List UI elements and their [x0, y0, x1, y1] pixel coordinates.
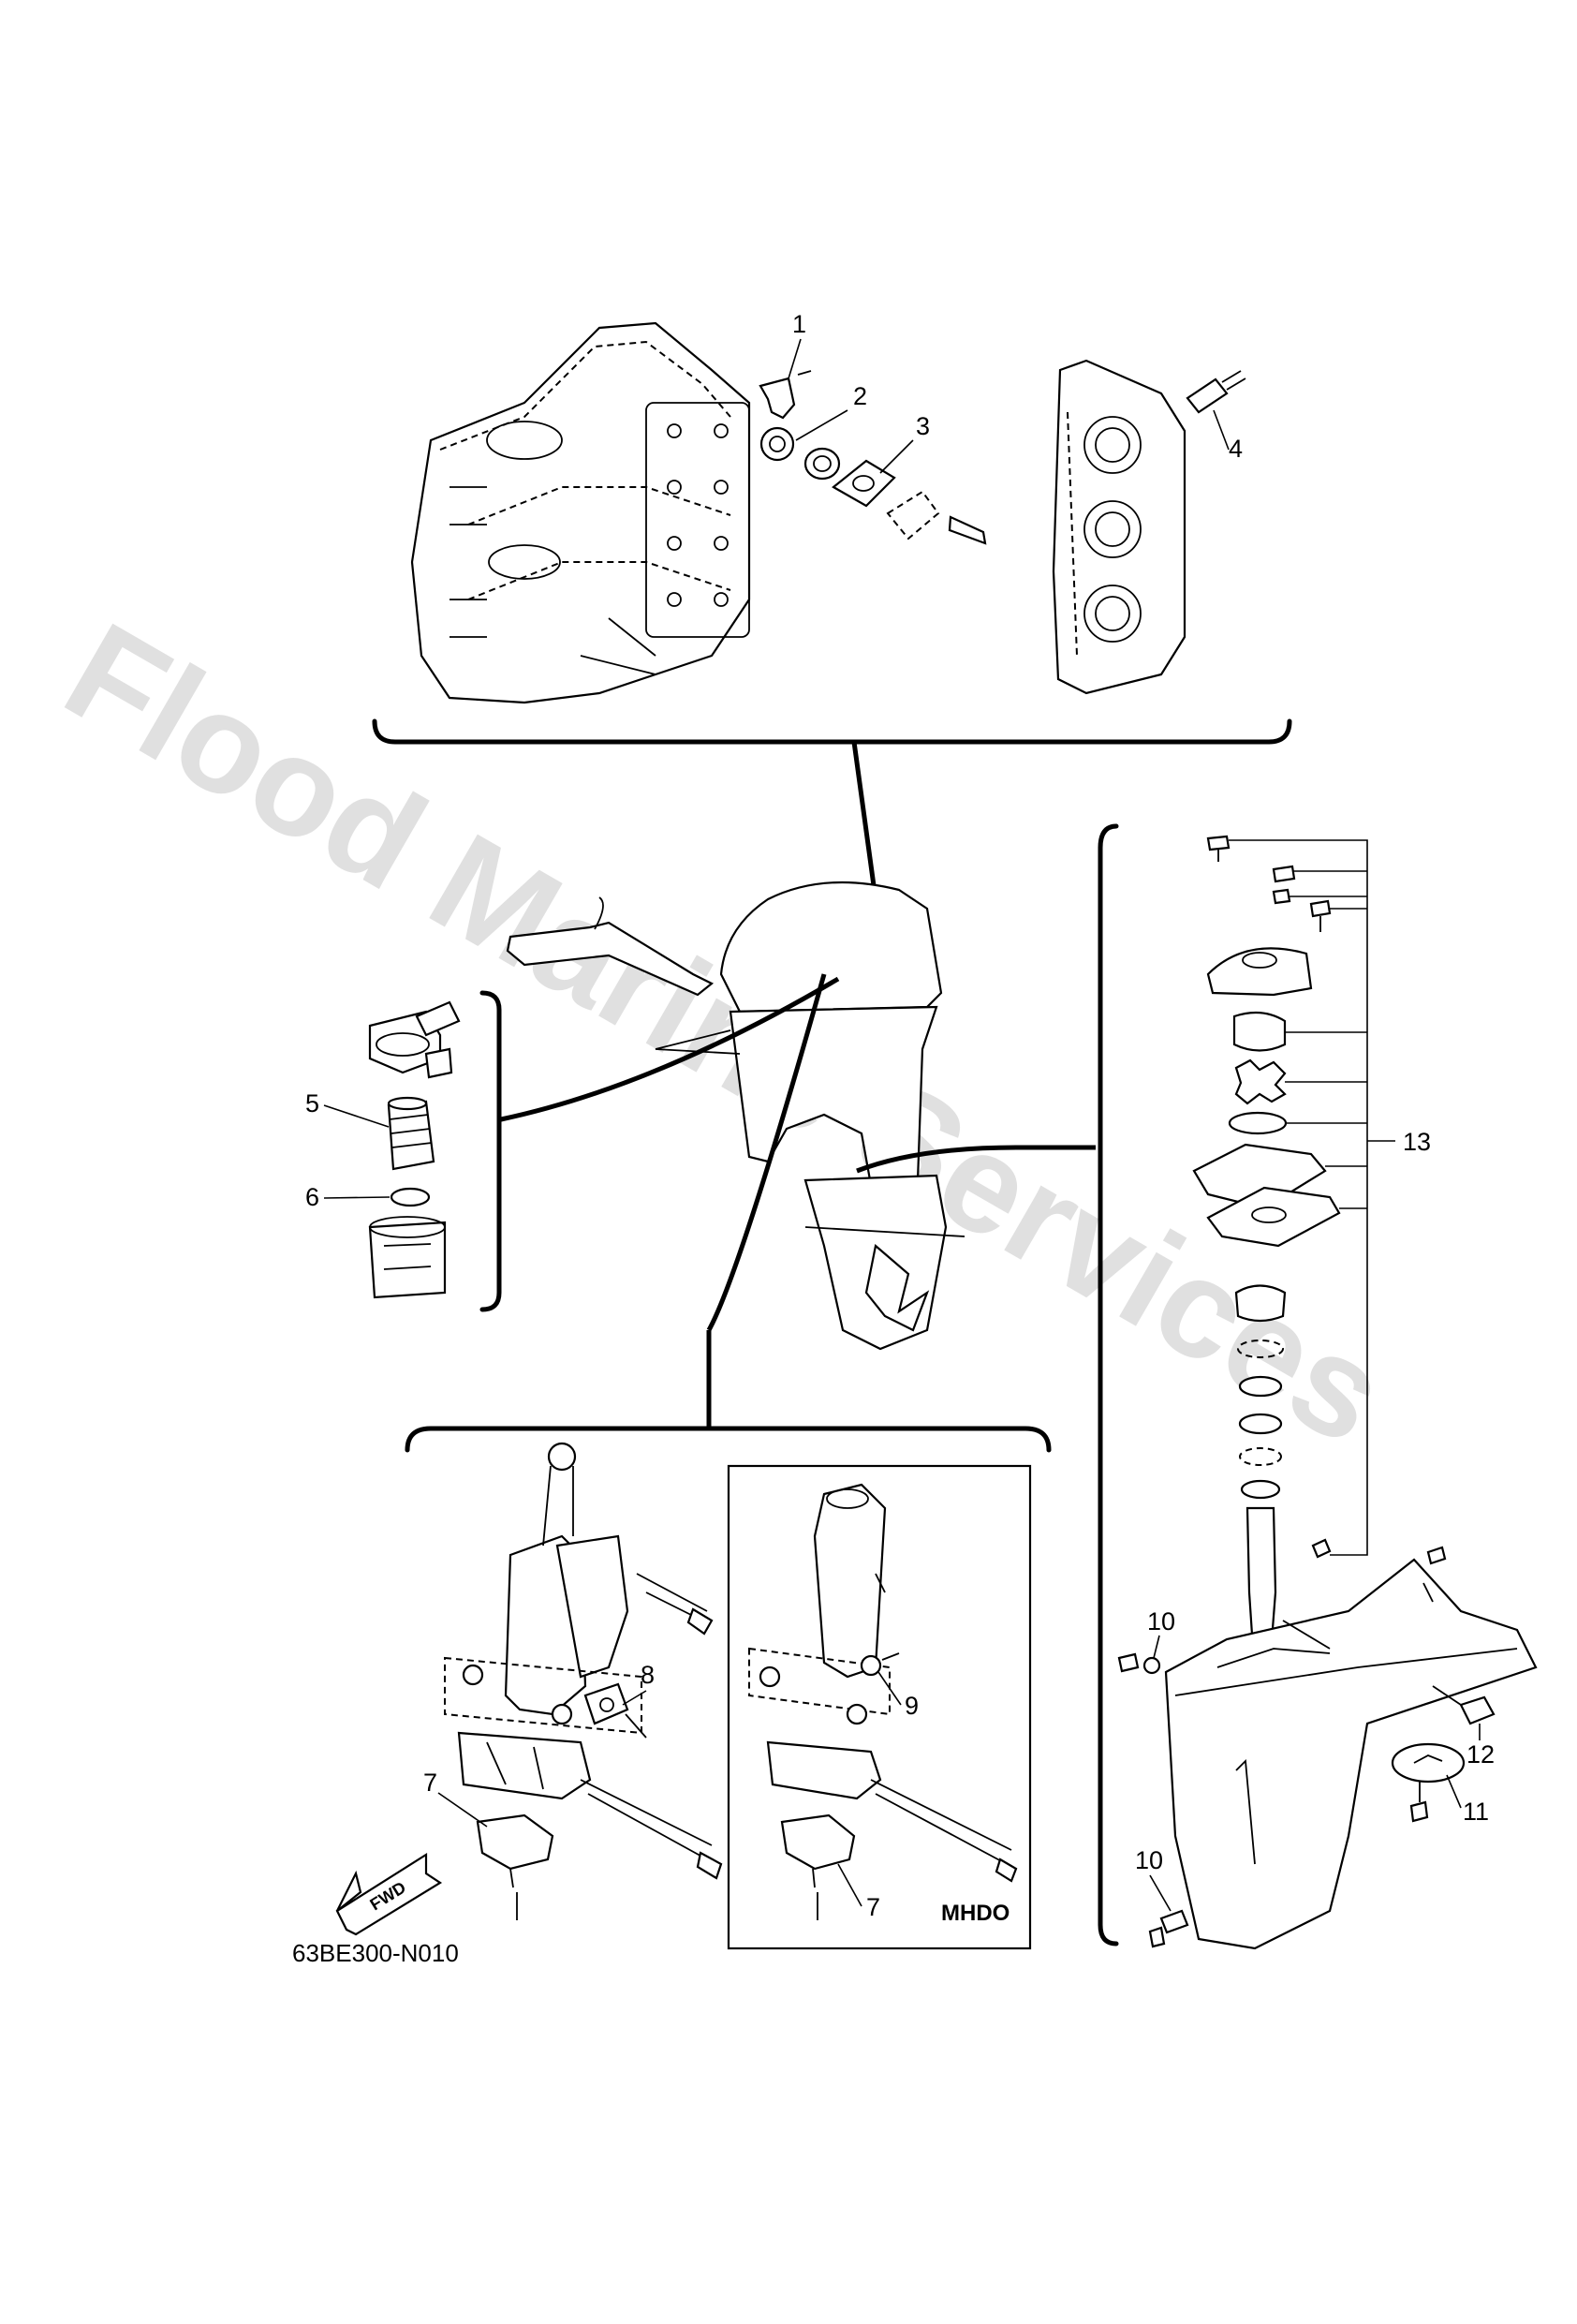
filter-cup — [368, 1216, 447, 1299]
variant-label: MHDO — [941, 1901, 1010, 1926]
gasket — [1206, 1186, 1341, 1248]
callout-1: 1 — [792, 310, 806, 338]
pump-housing-liner — [1232, 1011, 1287, 1052]
tilt-assembly-standard — [444, 1442, 723, 1880]
cylinder-head — [1052, 359, 1186, 695]
powerhead-group — [372, 321, 1292, 745]
propeller — [864, 1243, 930, 1332]
cylinder-block — [410, 321, 751, 704]
top-cowling — [719, 881, 943, 1014]
part-2-thermostat — [759, 426, 795, 462]
callouts-top: 1 2 3 4 — [788, 310, 1243, 474]
diagram-code: 63BE300-N010 — [292, 1939, 459, 1967]
part-10-bolt-a — [1117, 1652, 1161, 1675]
tilt-group: FWD 8 9 7 7 MHDO 63BE30 — [292, 1426, 1052, 1967]
part-5-filter — [387, 1096, 435, 1171]
callout-10a: 10 — [1147, 1607, 1175, 1636]
part-2-gasket — [803, 447, 841, 481]
outer-plate-cartridge — [1192, 1143, 1327, 1210]
fwd-arrow: FWD — [335, 1853, 443, 1936]
lower-cowling — [729, 1005, 938, 1187]
tiller-handle — [506, 921, 715, 997]
connector-lines — [500, 973, 1096, 1428]
outboard-motor — [506, 741, 965, 1351]
callout-12: 12 — [1466, 1740, 1495, 1769]
thermostat-cover-parts — [759, 370, 987, 545]
tilt-assembly-mhdo — [748, 1483, 1018, 1883]
callout-8: 8 — [641, 1661, 655, 1689]
part-4-sensor — [1186, 370, 1246, 414]
part-13-lines — [1229, 839, 1395, 1556]
lower-unit-group: 13 10 10 11 12 — [1098, 823, 1538, 1950]
impeller — [1234, 1058, 1287, 1105]
callout-10b: 10 — [1135, 1846, 1163, 1874]
callout-7b: 7 — [866, 1893, 880, 1921]
part-6-o-ring — [390, 1187, 431, 1207]
left-group: 5 6 — [305, 990, 502, 1312]
callout-13: 13 — [1403, 1128, 1431, 1156]
part-12-cap — [1432, 1685, 1496, 1725]
callout-9: 9 — [905, 1692, 919, 1720]
part-3-gasket — [832, 459, 896, 508]
part-8-bracket — [583, 1682, 647, 1739]
callout-3: 3 — [916, 412, 930, 440]
callout-11: 11 — [1463, 1798, 1489, 1826]
water-pump-parts — [1192, 835, 1341, 1500]
callout-5: 5 — [305, 1089, 319, 1118]
gearcase — [1164, 1558, 1538, 1950]
mhdo-box — [727, 1464, 1032, 1950]
part-9-spacer — [860, 1652, 900, 1677]
fuel-joint — [368, 1000, 461, 1079]
o-ring — [1228, 1111, 1288, 1135]
shim-end — [1311, 1538, 1332, 1559]
part-7-clamp-a — [476, 1813, 554, 1920]
left-bracket — [479, 990, 502, 1312]
watermark-text: Flood Marine Services — [41, 592, 1411, 1474]
part-10-bolt-b — [1148, 1909, 1189, 1948]
part-1-plate — [759, 377, 796, 420]
callout-7a: 7 — [423, 1769, 437, 1797]
callout-4: 4 — [1229, 435, 1243, 463]
right-bracket — [1098, 823, 1119, 1947]
tilt-bracket — [405, 1426, 1052, 1453]
part-11-anode — [1391, 1742, 1466, 1823]
watermark: Flood Marine Services — [41, 592, 1411, 1474]
callout-2: 2 — [853, 382, 867, 410]
powerhead-bracket — [372, 718, 1292, 745]
part-7-clamp-b — [780, 1813, 856, 1920]
callout-6: 6 — [305, 1183, 319, 1211]
